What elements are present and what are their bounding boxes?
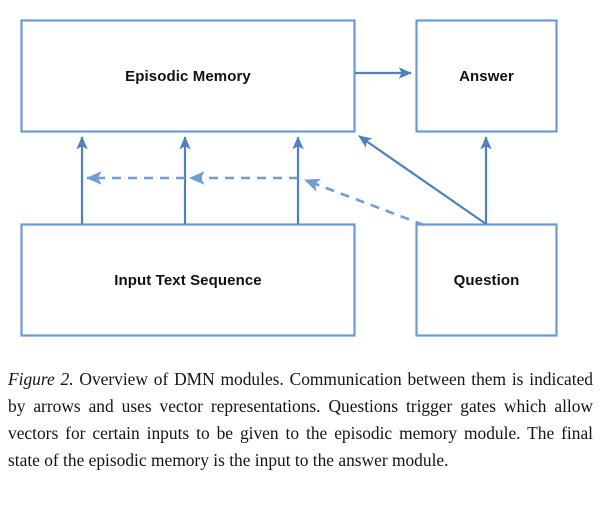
figure-caption: Figure 2. Overview of DMN modules. Commu… bbox=[8, 366, 593, 474]
node-box-episodic-memory bbox=[20, 19, 356, 133]
node-box-question bbox=[415, 223, 558, 337]
dmn-architecture-diagram: Episodic Memory Answer Input Text Sequen… bbox=[20, 19, 558, 337]
figure-number: Figure 2. bbox=[8, 369, 74, 389]
edge-question-to-memory bbox=[358, 135, 487, 225]
diagram-canvas bbox=[20, 19, 558, 337]
node-box-answer bbox=[415, 19, 558, 133]
figure-caption-text: Overview of DMN modules. Communication b… bbox=[8, 369, 594, 470]
edge-question-gate-trigger-diagonal bbox=[304, 178, 425, 227]
node-box-input-text-sequence bbox=[20, 223, 356, 337]
